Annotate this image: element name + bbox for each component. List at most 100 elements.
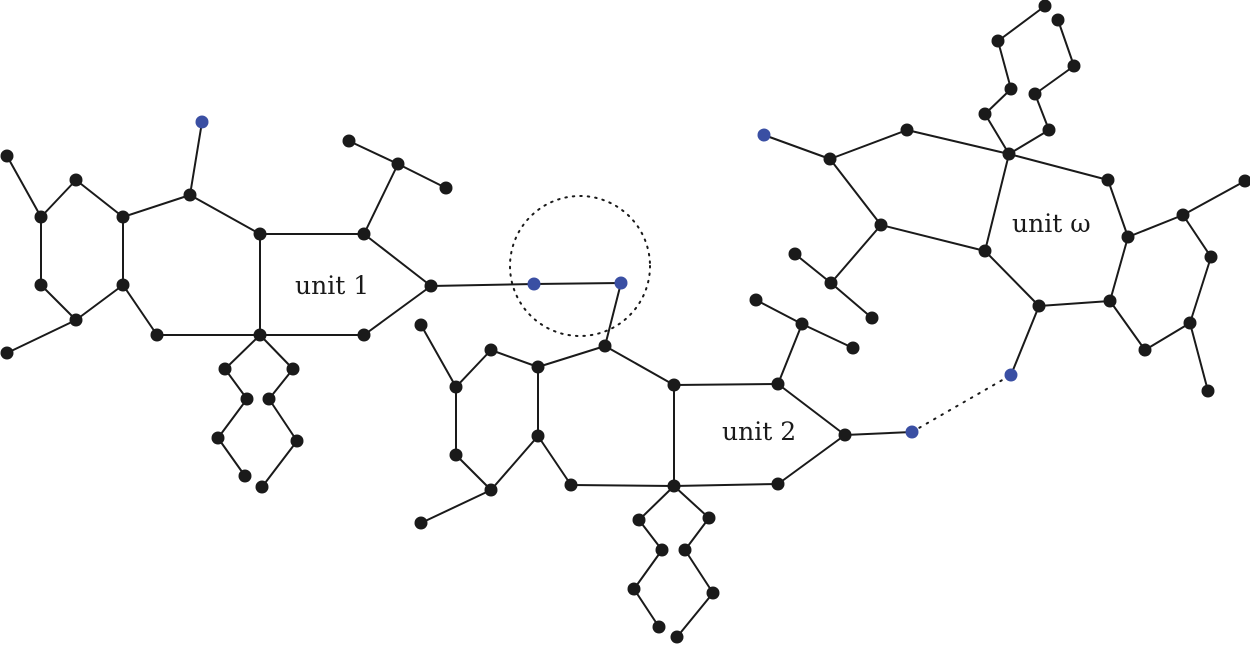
node-d7 xyxy=(900,123,914,137)
node-d27 xyxy=(1038,0,1052,13)
node-a13 xyxy=(253,328,267,342)
edge-a17-a19 xyxy=(397,163,447,189)
node-d26 xyxy=(1067,59,1081,73)
edge-d5-d6 xyxy=(1008,153,1109,181)
edge-d2-d3 xyxy=(1038,300,1111,307)
node-d19 xyxy=(1138,343,1152,357)
edge-d15-d17 xyxy=(1182,214,1212,258)
node-a10 xyxy=(183,188,197,202)
node-c26 xyxy=(652,620,666,634)
node-d28 xyxy=(1051,13,1065,27)
edge-d8-d10 xyxy=(829,158,882,226)
edge-d26-d28 xyxy=(1057,19,1075,67)
node-a7 xyxy=(116,210,130,224)
edge-c22-c24 xyxy=(633,549,663,590)
terminal-node-d1 xyxy=(1004,368,1018,382)
edge-d19-d3 xyxy=(1109,300,1146,351)
edge-d8-d9 xyxy=(763,134,831,160)
node-a18 xyxy=(342,134,356,148)
edge-c23-c25 xyxy=(684,549,714,594)
edge-d7-d8 xyxy=(829,129,908,160)
node-c22 xyxy=(655,543,669,557)
edge-d11-d2 xyxy=(984,250,1040,307)
edge-d6-d22 xyxy=(1008,129,1050,155)
edge-d4-d5 xyxy=(1107,179,1129,238)
node-c5 xyxy=(414,318,428,332)
edge-c24-c26 xyxy=(633,588,660,628)
edge-b1-b2 xyxy=(533,282,622,285)
edge-c9-c7 xyxy=(490,435,539,491)
node-d13 xyxy=(788,247,802,261)
node-a5 xyxy=(0,346,14,360)
node-a24 xyxy=(211,431,225,445)
edge-a24-a26 xyxy=(217,437,246,477)
node-a4 xyxy=(69,313,83,327)
node-c8 xyxy=(414,516,428,530)
edge-a8-a9 xyxy=(122,284,158,336)
edge-a14-a17 xyxy=(363,163,399,235)
node-a22 xyxy=(240,392,254,406)
node-c14 xyxy=(771,477,785,491)
edge-d6-d21 xyxy=(984,113,1010,155)
node-a25 xyxy=(290,434,304,448)
edge-c1-c2 xyxy=(537,345,606,368)
node-a15 xyxy=(357,328,371,342)
edge-d10-d12 xyxy=(830,224,882,284)
edge-a10-a12 xyxy=(189,194,261,235)
node-c3 xyxy=(484,343,498,357)
edge-d18-d20 xyxy=(1189,322,1209,392)
terminal-node-c19 xyxy=(905,425,919,439)
labels-layer: unit 1 unit 2 unit ω xyxy=(295,209,1091,446)
edge-a16-b1 xyxy=(430,283,535,287)
edge-c10-c12 xyxy=(570,484,675,487)
edge-a13-a21 xyxy=(259,334,294,370)
edge-d4-d15 xyxy=(1127,214,1184,238)
node-a16 xyxy=(424,279,438,293)
edge-d18-d19 xyxy=(1144,322,1191,351)
node-a12 xyxy=(253,227,267,241)
node-a27 xyxy=(255,480,269,494)
node-c1 xyxy=(598,339,612,353)
node-a9 xyxy=(150,328,164,342)
node-d15 xyxy=(1176,208,1190,222)
node-c9 xyxy=(531,429,545,443)
node-c15 xyxy=(838,428,852,442)
edge-a7-a10 xyxy=(122,194,191,218)
node-d4 xyxy=(1121,230,1135,244)
edge-d10-d11 xyxy=(880,224,986,252)
edge-a3-a4 xyxy=(40,284,77,321)
terminal-node-d9 xyxy=(757,128,771,142)
edge-c2-c3 xyxy=(490,349,539,368)
node-c25 xyxy=(706,586,720,600)
dotted-edge-c19-d1 xyxy=(911,374,1012,433)
edge-a6-a7 xyxy=(75,179,124,218)
edge-c7-c8 xyxy=(420,489,492,524)
edge-a14-a16 xyxy=(363,233,432,287)
edge-c9-c10 xyxy=(537,435,572,486)
node-d22 xyxy=(1042,123,1056,137)
node-c21 xyxy=(702,511,716,525)
edge-c6-c7 xyxy=(455,454,492,491)
edge-c21-c23 xyxy=(684,517,710,551)
node-d6 xyxy=(1002,147,1016,161)
node-d14 xyxy=(865,311,879,325)
node-c18 xyxy=(846,341,860,355)
node-a21 xyxy=(286,362,300,376)
edge-c13-c16 xyxy=(777,323,803,385)
unit-1-label: unit 1 xyxy=(295,271,369,300)
edges-layer xyxy=(6,5,1246,638)
edge-a2-a6 xyxy=(40,179,77,218)
node-d21 xyxy=(978,107,992,121)
edge-d12-d14 xyxy=(830,282,873,319)
edge-a23-a25 xyxy=(268,398,298,442)
node-c11 xyxy=(667,378,681,392)
terminal-node-b1 xyxy=(527,277,541,291)
edge-c3-c4 xyxy=(455,349,492,388)
edge-c12-c14 xyxy=(673,483,779,487)
node-d23 xyxy=(1004,82,1018,96)
node-c12 xyxy=(667,479,681,493)
node-d5 xyxy=(1101,173,1115,187)
edge-c16-c17 xyxy=(755,299,803,325)
